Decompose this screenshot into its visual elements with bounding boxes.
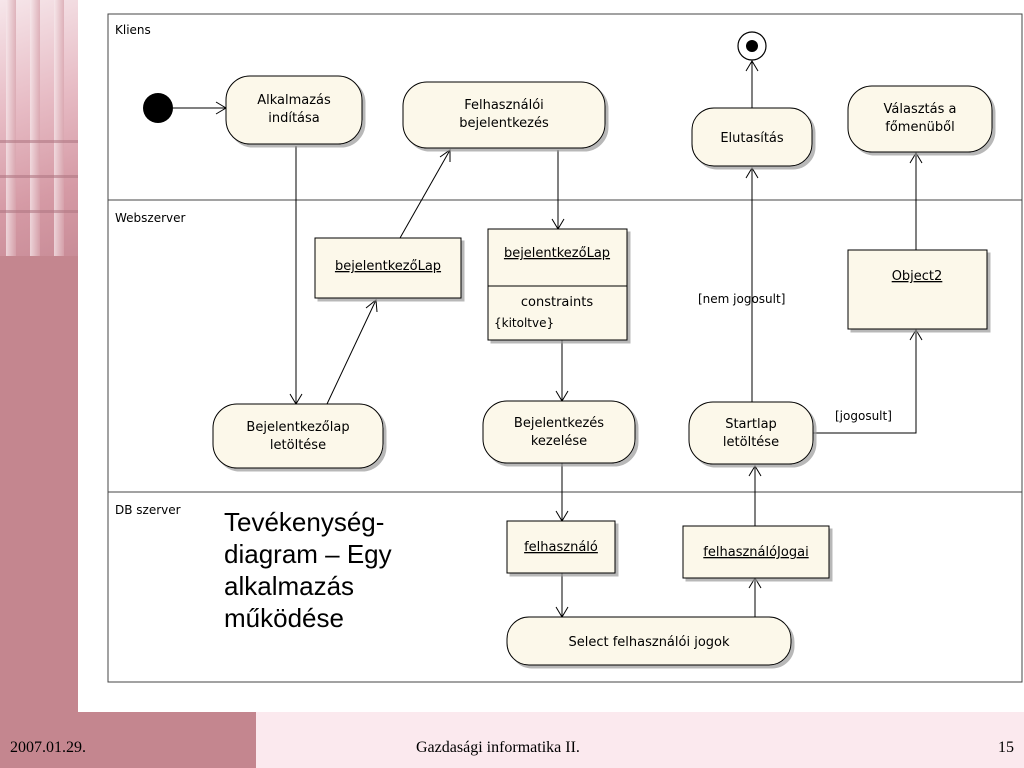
activity-label-line1: Bejelentkezőlap <box>246 420 349 435</box>
activity-label: Select felhasználói jogok <box>568 635 730 650</box>
object-label: felhasználóJogai <box>703 545 808 560</box>
constraints-label: constraints <box>521 295 593 310</box>
object-bejelentkezolap: bejelentkezőLap <box>314 237 462 299</box>
slide-caption: Tevékenység- diagram – Egy alkalmazás mű… <box>224 506 392 634</box>
activity-label-line2: bejelentkezés <box>459 116 549 131</box>
object-felhasznalo: felhasználó <box>506 520 616 574</box>
lane-label-webszerver: Webszerver <box>115 211 186 225</box>
page-number: 15 <box>998 739 1014 756</box>
activity-bejelentkezolap-letoltese: Bejelentkezőlap letöltése <box>212 403 384 469</box>
caption-line-2: diagram – Egy <box>224 539 392 569</box>
object-object2: Object2 <box>847 249 988 330</box>
guard-jogosult: [jogosult] <box>835 409 892 423</box>
object-label: felhasználó <box>524 540 598 555</box>
constraints-value: {kitoltve} <box>494 316 554 330</box>
footer-right-band <box>256 712 1024 768</box>
activity-label-line2: kezelése <box>531 434 587 449</box>
footer-left-band <box>0 712 256 768</box>
activity-label-line2: letöltése <box>270 438 326 453</box>
activity-diagram: .lane-label { font-family:"DejaVu Sans",… <box>107 13 1023 683</box>
object-label: bejelentkezőLap <box>335 259 441 274</box>
building-photo <box>0 0 78 256</box>
initial-node <box>143 93 173 123</box>
caption-line-1: Tevékenység- <box>224 507 385 537</box>
object-label: bejelentkezőLap <box>504 246 610 261</box>
slide-footer: 2007.01.29. Gazdasági informatika II. 15 <box>0 712 1024 768</box>
activity-startlap-letoltese: Startlap letöltése <box>688 401 814 465</box>
footer-title: Gazdasági informatika II. <box>416 739 580 756</box>
activity-bejelentkezes-kezelese: Bejelentkezés kezelése <box>482 400 636 464</box>
object-felhasznalo-jogai: felhasználóJogai <box>682 525 830 579</box>
caption-line-3: alkalmazás <box>224 571 355 601</box>
activity-label-line2: letöltése <box>723 435 779 450</box>
left-decorative-band <box>0 0 78 712</box>
footer-date: 2007.01.29. <box>10 739 86 756</box>
activity-felhasznaloi-bejelentkezes: Felhasználói bejelentkezés <box>402 81 606 149</box>
activity-label-line1: Alkalmazás <box>257 93 331 108</box>
object-label: Object2 <box>892 269 943 284</box>
activity-label-line1: Választás a <box>884 102 957 117</box>
final-node <box>737 31 767 61</box>
activity-valasztas-fomenubol: Választás a főmenüből <box>847 85 993 153</box>
activity-label-line1: Bejelentkezés <box>514 416 604 431</box>
lane-label-db-szerver: DB szerver <box>115 503 181 517</box>
lane-label-kliens: Kliens <box>115 23 151 37</box>
activity-elutasitas: Elutasítás <box>691 107 813 167</box>
activity-label-line2: indítása <box>268 111 320 126</box>
caption-line-4: működése <box>224 603 344 633</box>
guard-nem-jogosult: [nem jogosult] <box>698 292 785 306</box>
object-bejelentkezolap-constraints: bejelentkezőLap constraints {kitoltve} <box>487 228 628 341</box>
activity-select-felhasznaloi-jogok: Select felhasználói jogok <box>506 616 792 666</box>
activity-label: Elutasítás <box>720 131 784 146</box>
activity-label-line2: főmenüből <box>885 120 955 135</box>
activity-label-line1: Startlap <box>725 417 777 432</box>
activity-alkalmazas-inditasa: Alkalmazás indítása <box>225 75 363 145</box>
activity-label-line1: Felhasználói <box>464 98 544 113</box>
